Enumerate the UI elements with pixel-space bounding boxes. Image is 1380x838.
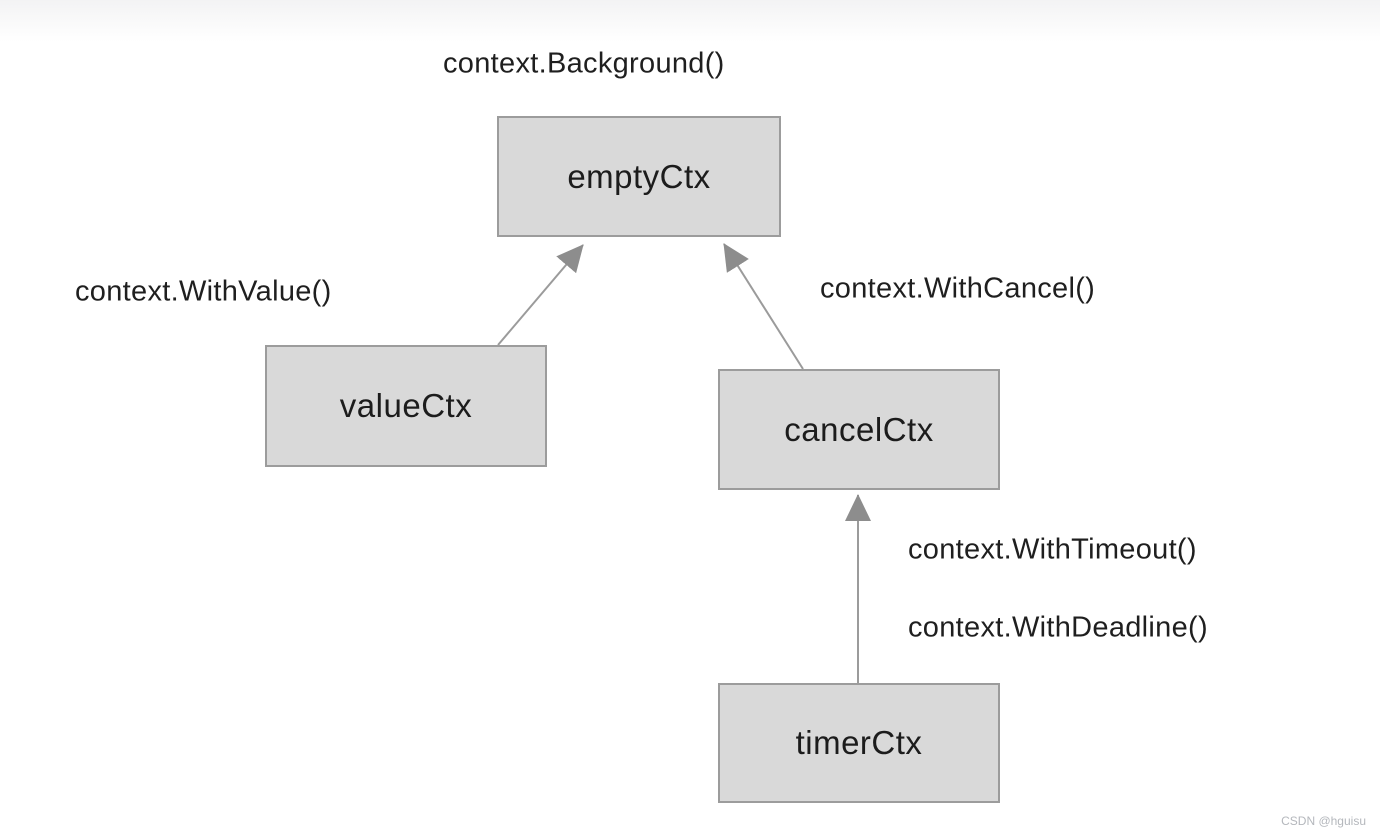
edge-label-background: context.Background(): [443, 47, 725, 80]
edge-label-withtimeout: context.WithTimeout(): [908, 533, 1197, 566]
node-emptyctx-label: emptyCtx: [567, 157, 711, 195]
node-valuectx: valueCtx: [265, 345, 547, 467]
node-cancelctx: cancelCtx: [718, 369, 1000, 490]
edge-valueCtx-to-emptyCtx: [497, 244, 584, 346]
edge-label-withcancel: context.WithCancel(): [820, 272, 1096, 305]
edge-label-withvalue: context.WithValue(): [75, 275, 332, 308]
node-valuectx-label: valueCtx: [339, 387, 473, 424]
watermark: CSDN @hguisu: [1281, 814, 1366, 828]
node-emptyctx: emptyCtx: [497, 116, 781, 237]
node-cancelctx-label: cancelCtx: [784, 410, 934, 448]
node-timerctx: timerCtx: [718, 683, 1000, 803]
edge-label-withdeadline: context.WithDeadline(): [908, 611, 1208, 644]
edge-cancelCtx-to-emptyCtx: [723, 243, 804, 370]
node-timerctx-label: timerCtx: [795, 724, 923, 761]
